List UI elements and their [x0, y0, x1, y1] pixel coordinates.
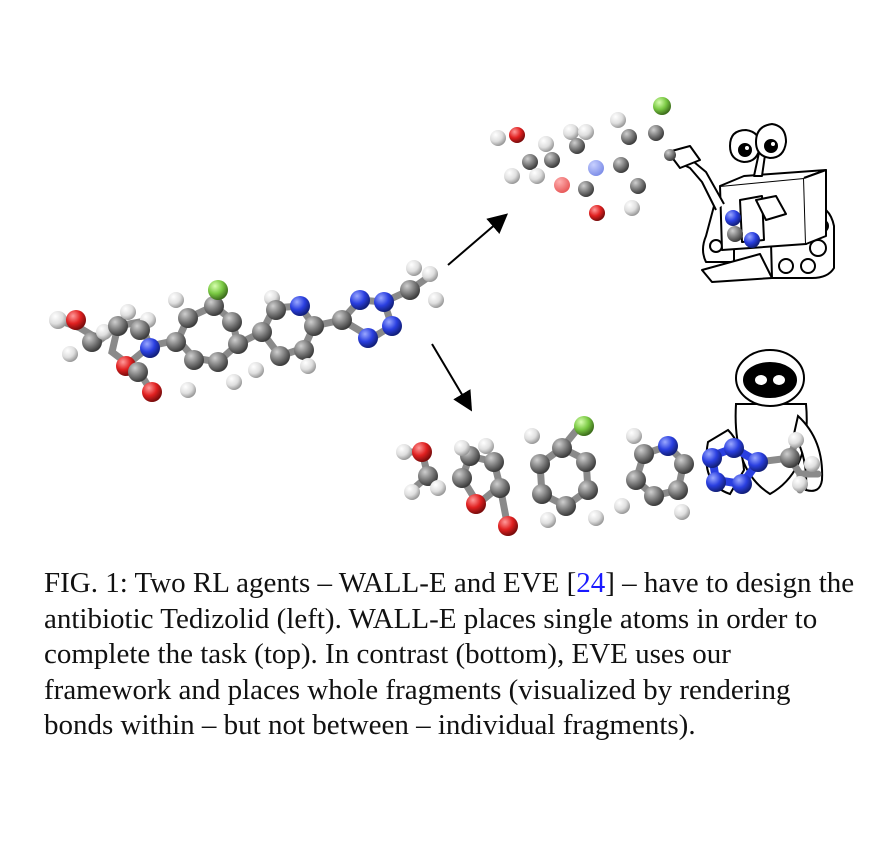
caption-text-before-cite: Two RL agents – WALL-E and EVE [: [134, 567, 577, 599]
figure-illustration: [49, 97, 835, 536]
wall-e-robot-icon: [667, 123, 835, 283]
fragments: [396, 416, 694, 536]
caption-label: FIG. 1:: [44, 567, 128, 599]
caption-text-after-cite: ] – have to design the antibiotic Tedizo…: [44, 567, 855, 742]
arrow-up-right-icon: [447, 213, 509, 266]
figure-caption: FIG. 1: Two RL agents – WALL-E and EVE […: [44, 566, 864, 744]
tedizolid-molecule: [49, 260, 444, 402]
citation-link[interactable]: 24: [576, 567, 606, 599]
arrow-down-right-icon: [431, 343, 473, 412]
single-atoms: [490, 97, 671, 221]
triazole-fragment: [702, 432, 822, 494]
